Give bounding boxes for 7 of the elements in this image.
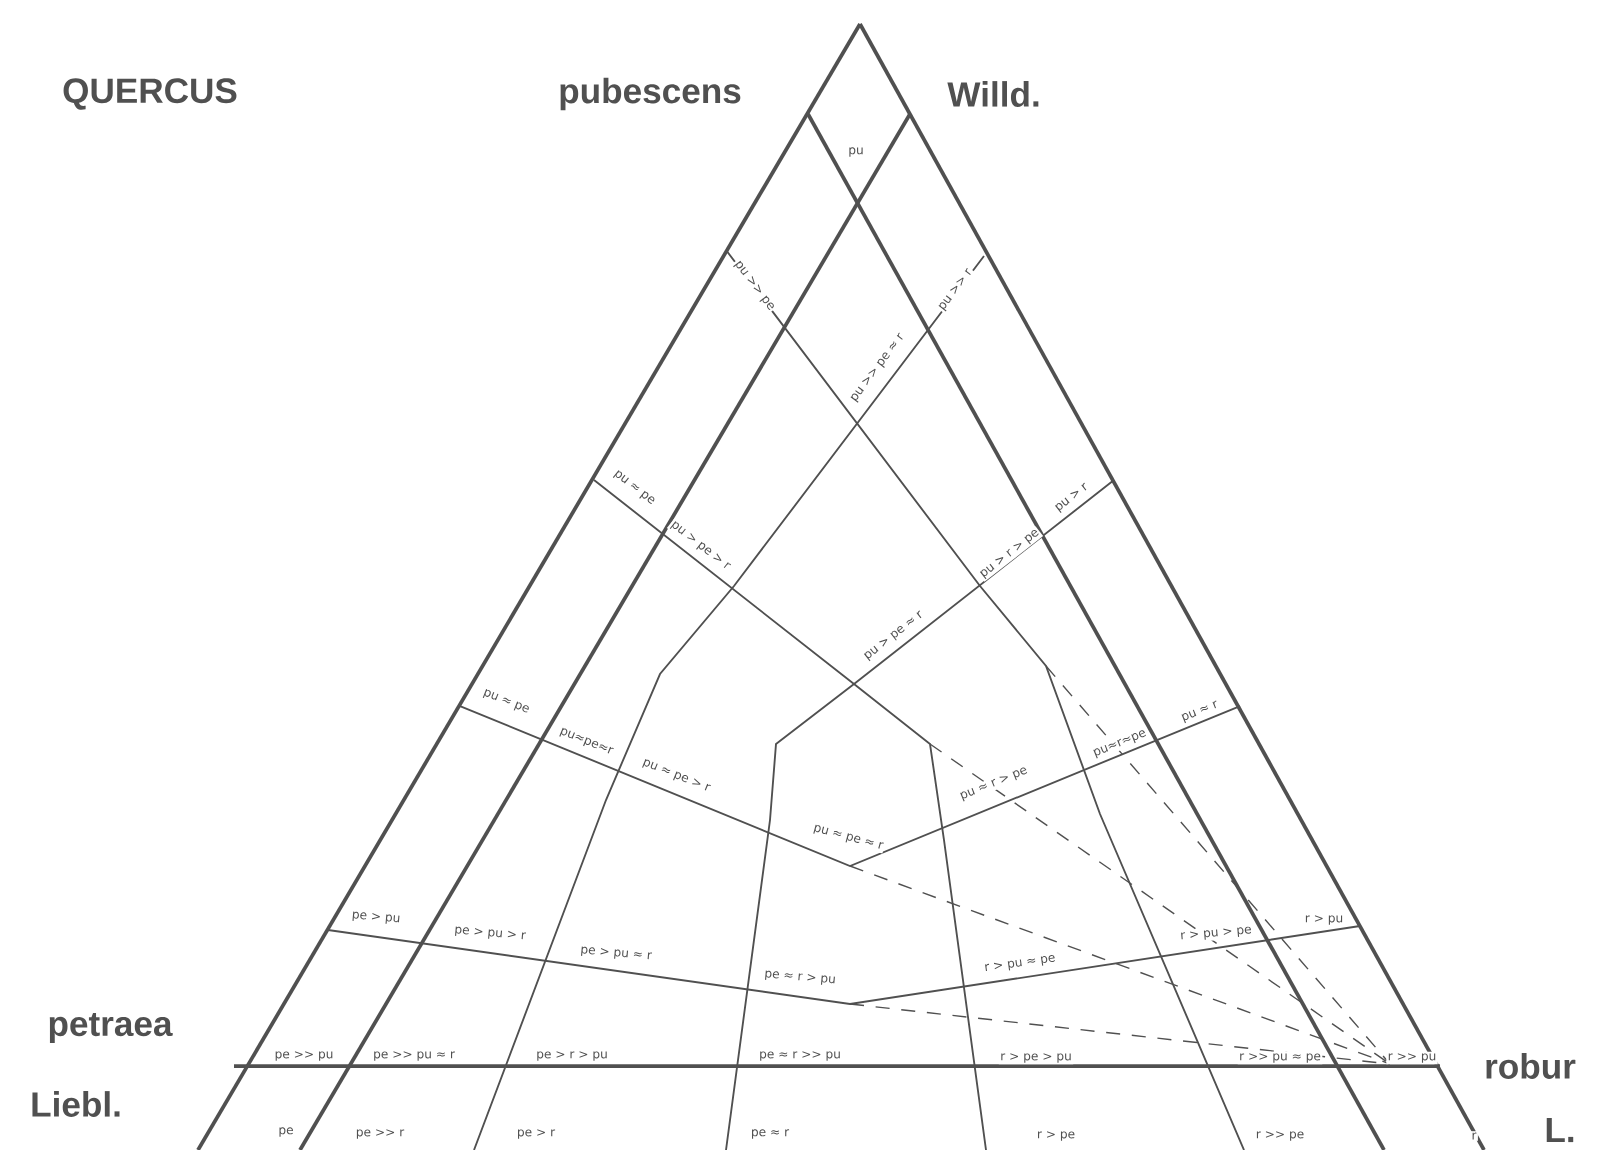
species-label: Liebl. xyxy=(32,1091,120,1117)
species-label: petraea xyxy=(49,1012,173,1044)
species-label: Willd. xyxy=(947,81,1039,107)
species-label: robur xyxy=(1486,1053,1576,1079)
species-label: pubescens xyxy=(560,77,741,111)
species-label: L. xyxy=(1546,1117,1574,1143)
diagram-title: QUERCUS xyxy=(63,78,237,110)
